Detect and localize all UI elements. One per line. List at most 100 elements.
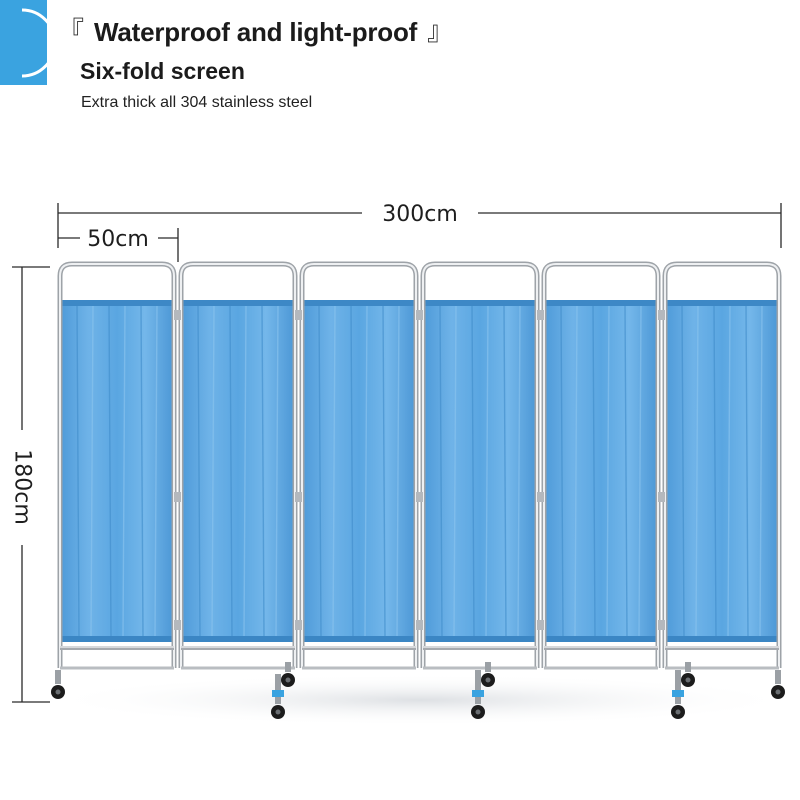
caster-stem [675,670,681,704]
curtain-bottom-hem [666,636,778,642]
caster-hub [55,689,61,695]
curtain-fabric [545,300,657,642]
caster-stem [775,670,781,684]
curtain-fold [364,303,368,639]
caster-stem [485,662,491,672]
screen-panels [57,261,782,670]
caster-hub [285,677,291,683]
curtain-bottom-hem [424,636,536,642]
hinge [295,620,302,630]
bracket-close: 』 [427,17,454,47]
curtain-fold [243,303,247,639]
caster-wheel [51,670,65,699]
curtain-fold [517,303,521,639]
caster-stem [475,670,481,704]
curtain-fold [261,303,265,639]
curtain-fold [574,303,578,639]
curtain-fold [382,303,386,639]
curtain-bottom-hem [545,636,657,642]
curtain-fold [624,303,628,639]
curtain-fold [211,303,215,639]
subtitle: Six-fold screen [80,58,245,84]
caster-wheel [671,670,685,719]
hinge [416,310,423,320]
dimension-total-width [57,203,782,248]
caster-hub [275,709,281,715]
curtain-bottom-hem [61,636,173,642]
title-row: 『 Waterproof and light-proof 』 [58,14,453,50]
caster-hub [685,677,691,683]
curtain-fold [695,303,699,639]
hinge [295,310,302,320]
hinge [174,620,181,630]
steel-frame-highlight [59,263,175,668]
curtain-top-hem [424,300,536,306]
caption: Extra thick all 304 stainless steel [81,94,313,111]
curtain-fold [76,303,80,639]
curtain-fold [560,303,564,639]
screen-panel [174,261,298,670]
hinge [537,492,544,502]
curtain-fold [154,303,158,639]
curtain-fold [90,303,94,639]
hinge [658,310,665,320]
screen-panel [537,261,661,670]
hinge [295,492,302,502]
hinge [537,620,544,630]
screen-panel [416,261,540,670]
curtain-fold [638,303,642,639]
caster-brake [272,690,284,697]
hinge [416,492,423,502]
curtain-fabric [303,300,415,642]
caster-wheel [481,662,495,687]
curtain-fold [439,303,443,639]
curtain-fold [471,303,475,639]
hinge [658,492,665,502]
curtain-fold [122,303,126,639]
screen-panel [295,261,419,670]
caster-stem [275,674,281,704]
curtain-fold [318,303,322,639]
curtain-fold [396,303,400,639]
curtain-fold [453,303,457,639]
curtain-fabric [424,300,536,642]
dimension-height [12,266,50,703]
caster-wheel [271,674,285,719]
caster-hub [775,689,781,695]
curtain-fold [275,303,279,639]
curtain-fold [606,303,610,639]
curtain-fold [713,303,717,639]
casters [51,662,785,719]
hinge [416,620,423,630]
caster-hub [475,709,481,715]
hinge [537,310,544,320]
floor-shadow [40,674,800,726]
curtain-top-hem [61,300,173,306]
panel-width-label: 50cm [87,227,149,252]
caster-hub [485,677,491,683]
height-label: 180cm [10,449,35,525]
curtain-fabric [182,300,294,642]
curtain-fold [350,303,354,639]
caster-stem [685,662,691,672]
curtain-fold [745,303,749,639]
caster-wheel [681,662,695,687]
curtain-fold [759,303,763,639]
caster-hub [675,709,681,715]
caster-brake [472,690,484,697]
caster-brake [672,690,684,697]
hinge [658,620,665,630]
curtain-fold [229,303,233,639]
curtain-fold [108,303,112,639]
steel-frame-highlight [301,263,417,668]
corner-accent-decoration [0,0,47,85]
curtain-fold [681,303,685,639]
caster-stem [285,662,291,672]
screen-panel [57,261,177,670]
steel-frame-highlight [422,263,538,668]
curtain-bottom-hem [182,636,294,642]
curtain-bottom-hem [303,636,415,642]
screen-panel [658,261,782,670]
